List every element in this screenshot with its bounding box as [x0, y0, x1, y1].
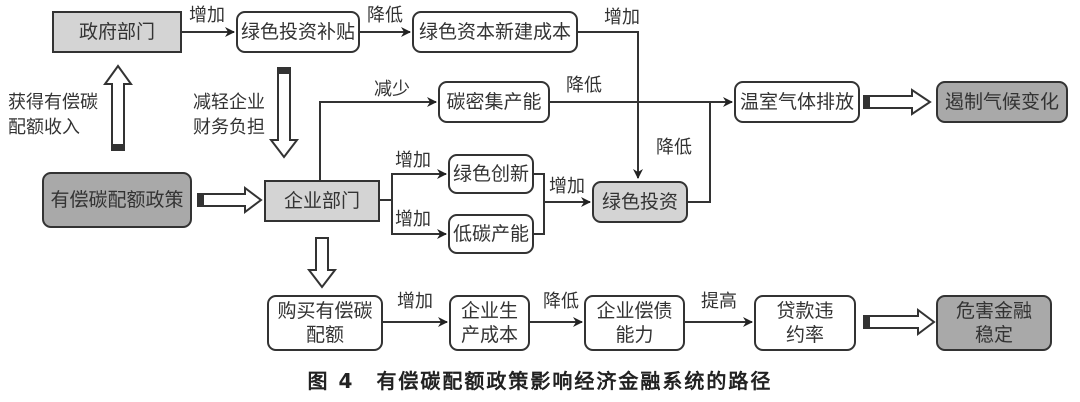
label-carbon-ghg: 降低 [566, 75, 602, 96]
hollow-arrow-policy-gov [103, 64, 133, 151]
node-enterprise: 企业部门 [264, 180, 380, 222]
hollow-arrow-ghg-climate [863, 88, 932, 116]
node-ghg-emission: 温室气体排放 [734, 81, 860, 123]
node-financial-stability: 危害金融稳定 [936, 295, 1052, 351]
label-solvency-default: 提高 [701, 291, 737, 312]
node-default-rate: 贷款违约率 [754, 295, 856, 351]
node-buy-allowance: 购买有偿碳配额 [267, 295, 383, 351]
node-production-cost: 企业生产成本 [449, 295, 530, 351]
node-green-investment: 绿色投资 [592, 181, 688, 223]
label-ent-carbon: 减少 [374, 79, 410, 100]
figure-title: 有偿碳配额政策影响经济金融系统的路径 [376, 369, 773, 393]
hollow-arrow-enterprise-buy [306, 237, 338, 289]
label-greeninv-ghg: 降低 [656, 137, 692, 158]
edge-ent-innovation [391, 169, 447, 200]
edge-innovation-merge [534, 173, 545, 235]
arrow-tail-mark [198, 194, 204, 206]
label-subsidy-cost: 降低 [367, 5, 403, 26]
label-gov-enterprise-line2: 财务负担 [193, 117, 265, 138]
label-gov-subsidy: 增加 [189, 5, 225, 26]
arrow-tail-mark [864, 96, 870, 108]
node-low-carbon: 低碳产能 [448, 214, 534, 254]
label-prodcost-solvency: 降低 [543, 291, 579, 312]
label-cost-greeninv: 增加 [604, 7, 640, 28]
label-ent-innovation: 增加 [395, 150, 431, 171]
label-gov-enterprise: 减轻企业 财务负担 [193, 90, 265, 140]
node-policy: 有偿碳配额政策 [42, 172, 192, 228]
node-carbon-intensive: 碳密集产能 [438, 81, 550, 123]
figure-number: 图 4 [307, 369, 355, 393]
figure-caption: 图 4 有偿碳配额政策影响经济金融系统的路径 [0, 365, 1080, 394]
hollow-arrow-default-stability [863, 308, 936, 336]
arrow-tail-mark [864, 316, 870, 328]
edge-ent-lowcarbon [391, 200, 447, 239]
edge-greeninv-ghg [688, 102, 711, 203]
label-buy-prodcost: 增加 [397, 291, 433, 312]
edge-cost-greeninv [578, 31, 643, 179]
edge-ent-carbon [319, 97, 437, 180]
label-gov-enterprise-line1: 减轻企业 [193, 92, 265, 113]
arrow-tail-mark [278, 68, 290, 74]
label-policy-gov: 获得有偿碳 配额收入 [8, 90, 98, 140]
node-curb-climate: 遏制气候变化 [936, 81, 1068, 123]
node-solvency: 企业偿债能力 [584, 295, 685, 351]
hollow-arrow-gov-enterprise [268, 67, 300, 159]
node-green-innovation: 绿色创新 [448, 154, 534, 194]
label-policy-gov-line1: 获得有偿碳 [8, 92, 98, 113]
label-ent-lowcarbon: 增加 [395, 209, 431, 230]
node-green-capital-cost: 绿色资本新建成本 [412, 11, 578, 53]
node-government: 政府部门 [52, 11, 182, 53]
label-merge-greeninv: 增加 [549, 176, 585, 197]
hollow-arrow-policy-enterprise [197, 186, 263, 214]
node-green-subsidy: 绿色投资补贴 [236, 11, 360, 53]
label-policy-gov-line2: 配额收入 [8, 117, 80, 138]
arrow-tail-mark [112, 144, 124, 150]
